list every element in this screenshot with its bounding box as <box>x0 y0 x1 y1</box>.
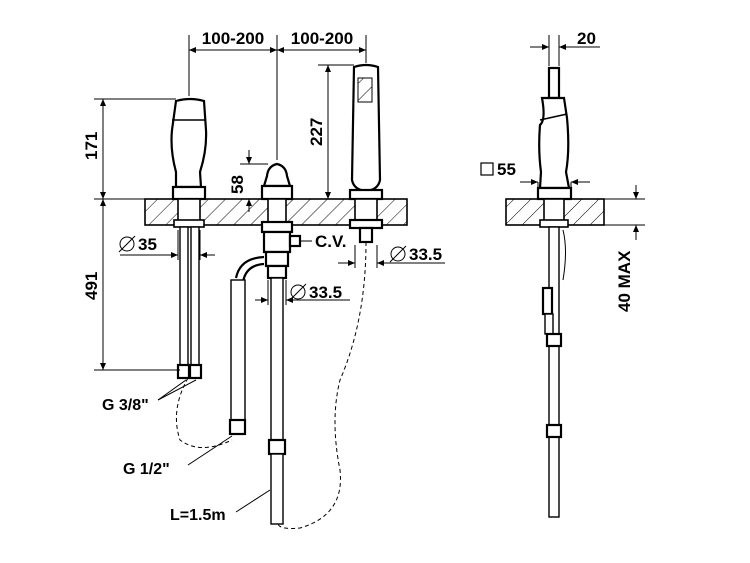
dim-spacing-left: 100-200 <box>202 29 264 48</box>
hose-route-shower <box>277 241 367 529</box>
front-view <box>94 35 445 529</box>
dim-hole-diameter-group: 35 <box>118 235 157 254</box>
cv-label: C.V. <box>315 232 347 251</box>
dim-hole-diameter: 35 <box>138 235 157 254</box>
dim-spout-height: 171 <box>82 132 101 160</box>
square-symbol-icon <box>480 162 494 176</box>
dim-valve-hole-group: 33.5 <box>289 283 342 302</box>
thread-38-label: G 3/8" <box>102 397 149 414</box>
dim-handshower-height: 227 <box>307 118 326 146</box>
dim-hose-length: 491 <box>82 272 101 300</box>
hose-route-left <box>175 377 233 448</box>
dim-valve-hole-diameter: 33.5 <box>309 283 342 302</box>
diverter-valve <box>228 162 302 525</box>
thread-12-label: G 1/2" <box>123 461 170 478</box>
dim-square-base: 55 <box>497 160 516 179</box>
dim-handshower-hole-group: 33.5 <box>389 245 442 264</box>
dim-valve-height: 58 <box>228 175 247 194</box>
dim-handshower-diameter: 20 <box>577 29 596 48</box>
hose-length-label: L=1.5m <box>170 507 226 524</box>
dim-max-thickness: 40 MAX <box>615 250 634 312</box>
handshower <box>348 63 384 244</box>
dim-handshower-hole-diameter: 33.5 <box>409 245 442 264</box>
spout <box>170 97 208 380</box>
side-view <box>480 35 645 518</box>
dim-spacing-right: 100-200 <box>291 29 353 48</box>
